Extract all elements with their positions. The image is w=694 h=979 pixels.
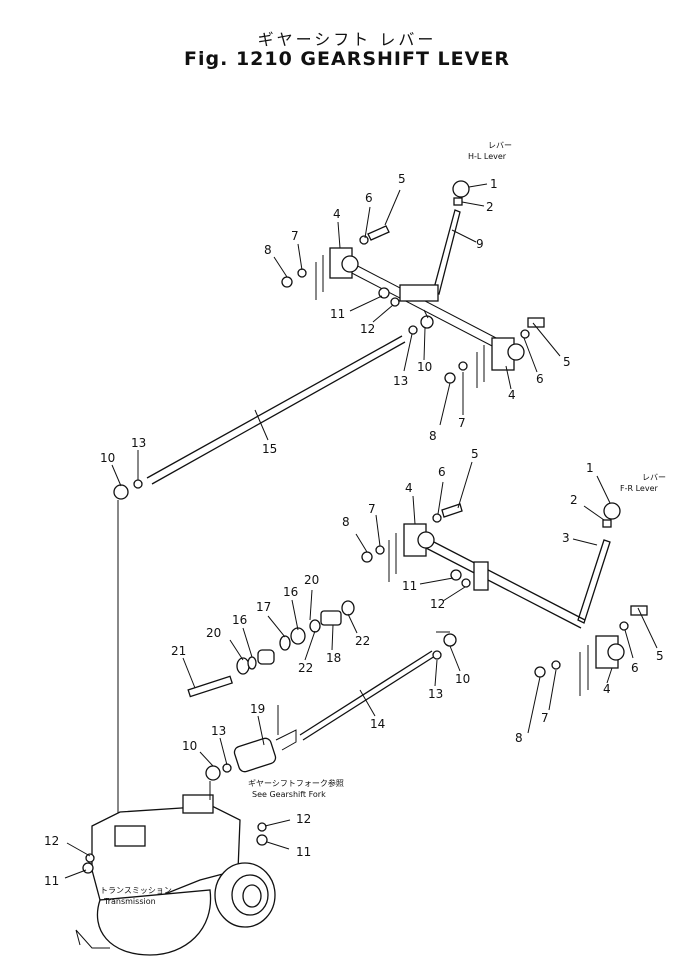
callout-13: 13	[211, 724, 226, 738]
callout-15: 15	[262, 442, 277, 456]
callout-20: 20	[206, 626, 221, 640]
callout-22: 22	[355, 634, 370, 648]
callout-10: 10	[100, 451, 115, 465]
lever-knob-fr	[603, 502, 621, 520]
hl-lever-caption: H-L Lever	[468, 152, 507, 161]
callout-5: 5	[471, 447, 479, 461]
ball-joint-hl-lower	[113, 484, 129, 500]
hl-lever-arm	[432, 209, 461, 295]
callout-12: 12	[430, 597, 445, 611]
callout-10: 10	[182, 739, 197, 753]
callout-4: 4	[603, 682, 611, 696]
callout-10: 10	[455, 672, 470, 686]
fr-lever-assembly	[361, 502, 648, 696]
bolt-hl-lower	[527, 317, 545, 328]
bolt-fr-upper	[441, 503, 463, 518]
callout-8: 8	[264, 243, 272, 257]
callout-11: 11	[402, 579, 417, 593]
callout-7: 7	[368, 502, 376, 516]
fr-lever-arm	[577, 539, 611, 624]
callout-6: 6	[438, 465, 446, 479]
nut-hl-right	[444, 372, 456, 384]
callout-14: 14	[370, 717, 385, 731]
gearshift-fork-caption-jp: ギヤーシフトフォーク参照	[248, 778, 344, 788]
knob-nut-hl	[453, 197, 463, 206]
hl-lever-hub	[399, 284, 439, 302]
callout-8: 8	[342, 515, 350, 529]
gearshift-fork-caption: See Gearshift Fork	[252, 790, 326, 799]
callout-7: 7	[291, 229, 299, 243]
callout-2: 2	[570, 493, 578, 507]
hl-lever-assembly	[281, 180, 545, 388]
callout-18: 18	[326, 651, 341, 665]
callout-11: 11	[296, 845, 311, 859]
callout-12: 12	[360, 322, 375, 336]
callout-13: 13	[131, 436, 146, 450]
callout-17: 17	[256, 600, 271, 614]
callout-4: 4	[333, 207, 341, 221]
transmission-housing	[75, 763, 276, 956]
callout-1: 1	[586, 461, 594, 475]
ball-joint-fr-upper	[443, 633, 457, 647]
title-japanese: ギヤーシフト レバー	[257, 30, 437, 49]
fr-lever-caption-jp: レバー	[642, 473, 666, 482]
callout-9: 9	[476, 237, 484, 251]
lever-knob-hl	[452, 180, 470, 198]
callout-11: 11	[44, 874, 59, 888]
bolt-21	[187, 675, 233, 698]
ball-joint-fr-lower	[205, 765, 221, 781]
callout-12: 12	[44, 834, 59, 848]
nut-hl-left	[281, 276, 293, 288]
fr-cross-shaft	[429, 539, 586, 621]
leader-lines	[64, 183, 658, 879]
hl-link-rod	[113, 335, 406, 835]
callout-7: 7	[541, 711, 549, 725]
callout-5: 5	[563, 355, 571, 369]
callout-numbers: 1 2 9 5 6 4 7 8 11 12 10 13 5 6 4 7 8 15…	[44, 172, 664, 888]
hl-lever-caption-jp: レバー	[488, 141, 512, 150]
callout-19: 19	[250, 702, 265, 716]
fr-link-rod	[299, 650, 442, 741]
callout-8: 8	[515, 731, 523, 745]
callout-3: 3	[562, 531, 570, 545]
captions: レバー H-L Lever レバー F-R Lever ギヤーシフトフォーク参照…	[100, 141, 666, 906]
callout-2: 2	[486, 200, 494, 214]
fr-lever-caption: F-R Lever	[620, 484, 658, 493]
figure-title: Fig. 1210 GEARSHIFT LEVER	[184, 48, 510, 70]
callout-5: 5	[656, 649, 664, 663]
callout-16: 16	[283, 585, 298, 599]
callout-1: 1	[490, 177, 498, 191]
callout-21: 21	[171, 644, 186, 658]
bolt-hl-upper	[367, 225, 390, 241]
callout-22: 22	[298, 661, 313, 675]
transmission-caption-jp: トランスミッション	[100, 886, 172, 895]
callout-4: 4	[405, 481, 413, 495]
transmission-caption: Transmission	[103, 897, 156, 906]
callout-4: 4	[508, 388, 516, 402]
spring-17	[257, 649, 275, 665]
callout-10: 10	[417, 360, 432, 374]
callout-11: 11	[330, 307, 345, 321]
callout-8: 8	[429, 429, 437, 443]
ball-joint-hl-upper	[420, 315, 434, 329]
callout-13: 13	[428, 687, 443, 701]
callout-7: 7	[458, 416, 466, 430]
callout-5: 5	[398, 172, 406, 186]
callout-20: 20	[304, 573, 319, 587]
callout-13: 13	[393, 374, 408, 388]
cylinder-19	[233, 737, 277, 773]
callout-6: 6	[631, 661, 639, 675]
callout-6: 6	[536, 372, 544, 386]
callout-16: 16	[232, 613, 247, 627]
callout-6: 6	[365, 191, 373, 205]
callout-12: 12	[296, 812, 311, 826]
collar-18	[320, 610, 342, 626]
